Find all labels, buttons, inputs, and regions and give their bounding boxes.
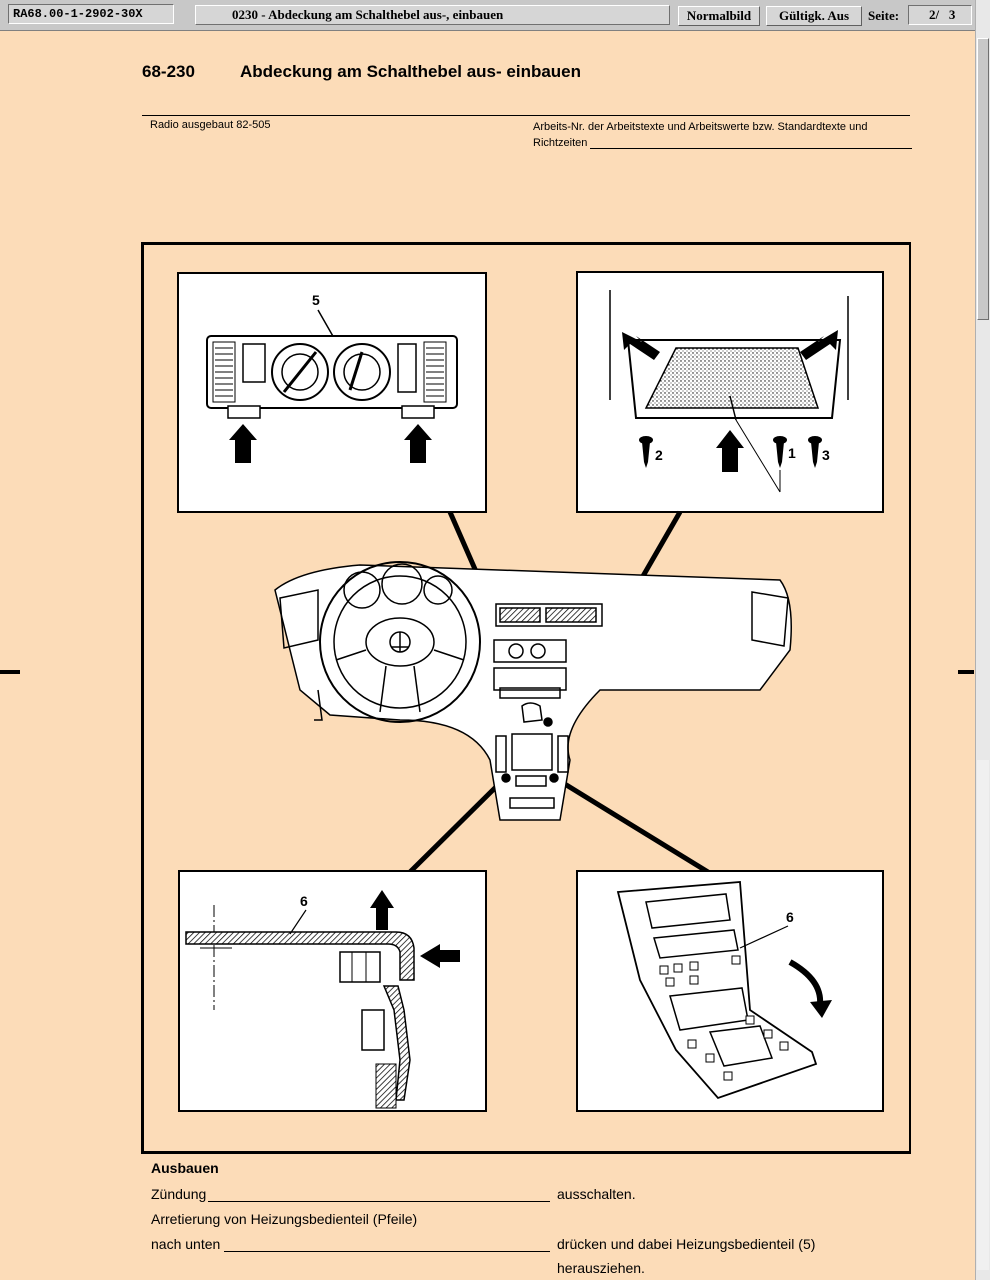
- panel-storage-compartment: 2 1 3: [576, 271, 884, 513]
- scrollbar-thumb[interactable]: [977, 38, 989, 320]
- page-indicator[interactable]: 2/ 3: [908, 5, 972, 25]
- toolbar: RA68.00-1-2902-30X 0230 - Abdeckung am S…: [0, 0, 975, 31]
- document-title-field[interactable]: 0230 - Abdeckung am Schalthebel aus-, ei…: [195, 5, 670, 25]
- panel-heater-control: 5: [177, 272, 487, 513]
- page-title: Abdeckung am Schalthebel aus- einbauen: [240, 62, 582, 81]
- step-2-left: Arretierung von Heizungsbedienteil (Pfei…: [151, 1211, 418, 1227]
- scrollbar-track[interactable]: [977, 760, 989, 1270]
- callout-3: 3: [822, 447, 830, 463]
- screw-1: [773, 436, 787, 468]
- page-label: Seite:: [868, 8, 900, 23]
- section-number: 68-230: [142, 62, 195, 81]
- reference-work-number: Arbeits-Nr. der Arbeitstexte und Arbeits…: [533, 121, 868, 149]
- gueltigkeit-aus-button[interactable]: Gültigk. Aus: [766, 6, 862, 26]
- callout-1: 1: [788, 445, 796, 461]
- dashboard-overview: [274, 561, 792, 821]
- callout-5: 5: [312, 292, 320, 308]
- step-3-right: drücken und dabei Heizungsbedienteil (5): [557, 1236, 816, 1252]
- step-1-left: Zündung: [151, 1186, 207, 1202]
- panel-cover-removal: 6: [576, 870, 884, 1112]
- callout-6-right: 6: [786, 909, 794, 925]
- illustration-frame: [141, 242, 911, 1154]
- header-rule: [142, 115, 910, 116]
- document-id-field[interactable]: RA68.00-1-2902-30X: [8, 4, 174, 24]
- step-1-fill-line: [208, 1201, 550, 1202]
- step-1-right: ausschalten.: [557, 1186, 636, 1202]
- reference-prerequisite: Radio ausgebaut 82-505: [150, 119, 271, 131]
- section-heading-ausbauen: Ausbauen: [151, 1160, 219, 1176]
- callout-2: 2: [655, 447, 663, 463]
- left-margin-mark: [0, 670, 20, 674]
- screw-2: [639, 436, 653, 468]
- step-3-left: nach unten: [151, 1236, 221, 1252]
- step-3-fill-line: [224, 1251, 550, 1252]
- panel-clip-section: 6: [178, 870, 487, 1112]
- normalbild-button[interactable]: Normalbild: [678, 6, 760, 26]
- callout-6-left: 6: [300, 893, 308, 909]
- screw-3: [808, 436, 822, 468]
- step-4-right: herausziehen.: [557, 1260, 645, 1276]
- reference-fill-line: [590, 148, 912, 149]
- vertical-scrollbar[interactable]: [975, 0, 990, 1280]
- right-margin-mark: [958, 670, 974, 674]
